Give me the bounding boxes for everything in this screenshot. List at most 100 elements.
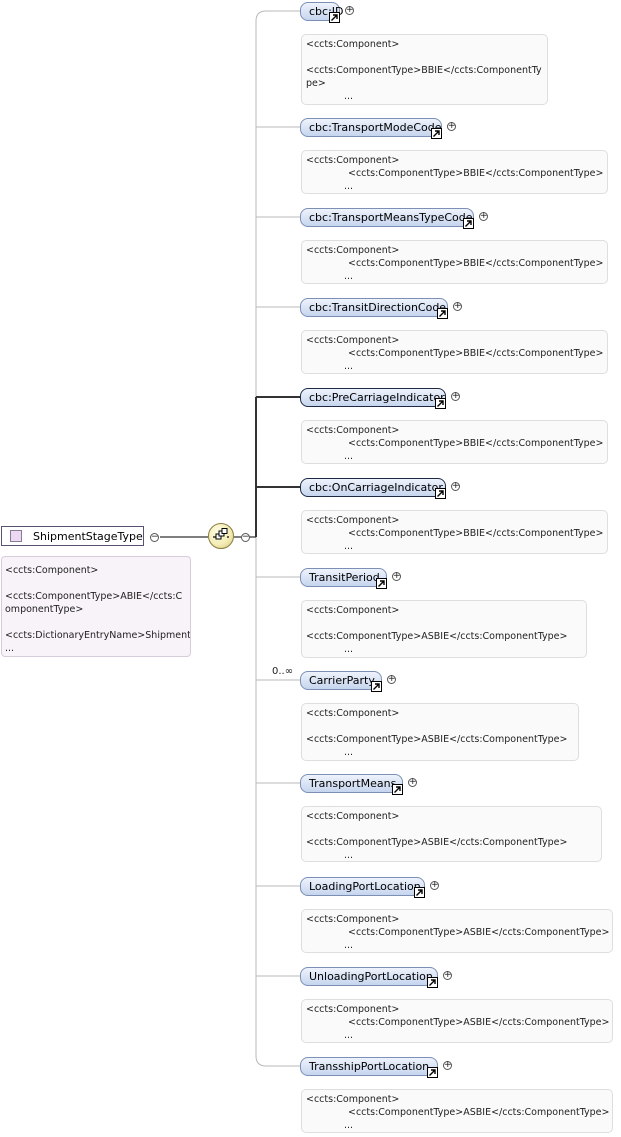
element-documentation: <ccts:Component> <ccts:ComponentType>BBIE… [301, 150, 608, 194]
doc-line: pe> [306, 78, 326, 89]
expand-icon[interactable]: + [479, 211, 488, 221]
element-node[interactable]: cbc:PreCarriageIndicator [300, 388, 446, 407]
compositor-collapse-icon[interactable]: − [241, 532, 250, 542]
element-name: cbc:TransportMeansTypeCode [309, 211, 473, 224]
doc-line: <ccts:ComponentType>BBIE</ccts:Component… [348, 438, 604, 449]
expand-icon[interactable]: + [408, 777, 417, 787]
expand-icon[interactable]: + [345, 5, 354, 15]
doc-line: <ccts:Component> [306, 335, 400, 346]
reference-arrow-icon [376, 578, 387, 589]
doc-line: <ccts:Component> [306, 515, 400, 526]
doc-line: <ccts:Component> [5, 565, 99, 576]
expand-icon[interactable]: + [451, 481, 460, 491]
doc-line: <ccts:Component> [306, 605, 400, 616]
element-documentation: <ccts:Component> <ccts:ComponentType>BBI… [301, 34, 548, 105]
reference-arrow-icon [435, 398, 446, 409]
element-documentation: <ccts:Component> <ccts:ComponentType>ASB… [301, 703, 579, 761]
doc-line: ... [344, 361, 354, 372]
doc-line: ... [344, 451, 354, 462]
expand-icon[interactable]: + [430, 880, 439, 890]
sequence-compositor-icon[interactable] [208, 523, 234, 549]
element-node[interactable]: TransportMeans [300, 774, 403, 793]
reference-arrow-icon [371, 681, 382, 692]
doc-line: <ccts:ComponentType>ASBIE</ccts:Componen… [348, 927, 610, 938]
element-node[interactable]: TransshipPortLocation [300, 1057, 438, 1076]
element-documentation: <ccts:Component> <ccts:ComponentType>ASBI… [301, 909, 613, 953]
reference-arrow-icon [329, 12, 340, 23]
doc-line: <ccts:ComponentType>ASBIE</ccts:Componen… [306, 631, 568, 642]
root-element-box[interactable]: ShipmentStageType [1, 526, 144, 546]
reference-arrow-icon [431, 128, 442, 139]
doc-line: <ccts:Component> [306, 39, 400, 50]
doc-line: <ccts:Component> [306, 155, 400, 166]
element-name: UnloadingPortLocation [309, 970, 433, 983]
root-documentation: <ccts:Component> <ccts:ComponentType>ABI… [1, 556, 191, 657]
doc-line: <ccts:ComponentType>ASBIE</ccts:Componen… [306, 837, 568, 848]
complex-type-icon [10, 530, 22, 542]
element-node[interactable]: TransitPeriod [300, 568, 387, 587]
doc-line: ... [344, 644, 354, 655]
doc-line: <ccts:ComponentType>BBIE</ccts:Component… [348, 168, 604, 179]
element-node[interactable]: cbc:TransportMeansTypeCode [300, 208, 474, 227]
doc-line: <ccts:Component> [306, 914, 400, 925]
element-name: TransshipPortLocation [309, 1060, 430, 1073]
element-node[interactable]: CarrierParty [300, 671, 382, 690]
doc-line: <ccts:ComponentType>BBIE</ccts:Component… [306, 65, 542, 76]
doc-line: ... [344, 91, 354, 102]
expand-icon[interactable]: + [443, 1060, 452, 1070]
element-name: cbc:OnCarriageIndicator [309, 481, 443, 494]
reference-arrow-icon [414, 887, 425, 898]
doc-line: ... [344, 1120, 354, 1131]
doc-line: ... [5, 643, 15, 654]
element-documentation: <ccts:Component> <ccts:ComponentType>BBIE… [301, 420, 608, 464]
element-documentation: <ccts:Component> <ccts:ComponentType>BBIE… [301, 240, 608, 284]
expand-icon[interactable]: + [387, 674, 396, 684]
element-node[interactable]: cbc:TransitDirectionCode [300, 298, 448, 317]
element-node[interactable]: cbc:OnCarriageIndicator [300, 478, 446, 497]
expand-icon[interactable]: + [453, 301, 462, 311]
doc-line [5, 577, 190, 590]
expand-icon[interactable]: + [443, 970, 452, 980]
expand-icon[interactable]: + [451, 391, 460, 401]
element-name: cbc:TransitDirectionCode [309, 301, 447, 314]
expand-icon[interactable]: + [447, 121, 456, 131]
element-node[interactable]: LoadingPortLocation [300, 877, 425, 896]
reference-arrow-icon [435, 488, 446, 499]
doc-line [306, 51, 547, 64]
doc-line: ... [344, 1030, 354, 1041]
element-documentation: <ccts:Component> <ccts:ComponentType>ASB… [301, 600, 587, 658]
doc-line: ... [344, 747, 354, 758]
doc-line: <ccts:Component> [306, 425, 400, 436]
element-name: cbc:TransportModeCode [309, 121, 442, 134]
element-documentation: <ccts:Component> <ccts:ComponentType>BBIE… [301, 510, 608, 554]
doc-line: <ccts:DictionaryEntryName>Shipment [5, 630, 191, 641]
element-node[interactable]: cbc:TransportModeCode [300, 118, 442, 137]
element-documentation: <ccts:Component> <ccts:ComponentType>ASB… [301, 806, 602, 862]
doc-line: <ccts:Component> [306, 708, 400, 719]
doc-line: <ccts:ComponentType>ASBIE</ccts:Componen… [306, 734, 568, 745]
doc-line: <ccts:Component> [306, 245, 400, 256]
occurrence-label: 0..∞ [272, 666, 294, 677]
doc-line: <ccts:ComponentType>BBIE</ccts:Component… [348, 258, 604, 269]
root-collapse-icon[interactable]: − [150, 532, 159, 542]
doc-line: ... [344, 541, 354, 552]
element-documentation: <ccts:Component> <ccts:ComponentType>BBIE… [301, 330, 608, 374]
reference-arrow-icon [427, 1067, 438, 1078]
doc-line: <ccts:ComponentType>BBIE</ccts:Component… [348, 528, 604, 539]
reference-arrow-icon [463, 218, 474, 229]
element-node[interactable]: UnloadingPortLocation [300, 967, 438, 986]
doc-line: ... [344, 940, 354, 951]
doc-line: <ccts:Component> [306, 1004, 400, 1015]
element-name: cbc:PreCarriageIndicator [309, 391, 445, 404]
doc-line [306, 617, 586, 630]
sequence-spine-line [255, 10, 300, 1067]
doc-line: <ccts:ComponentType>ABIE</ccts:C [5, 591, 183, 602]
doc-line [306, 823, 601, 836]
element-name: CarrierParty [309, 674, 375, 687]
doc-line [5, 616, 190, 629]
element-name: TransitPeriod [309, 571, 380, 584]
doc-line: omponentType> [5, 604, 84, 615]
expand-icon[interactable]: + [392, 571, 401, 581]
doc-line: <ccts:ComponentType>BBIE</ccts:Component… [348, 348, 604, 359]
